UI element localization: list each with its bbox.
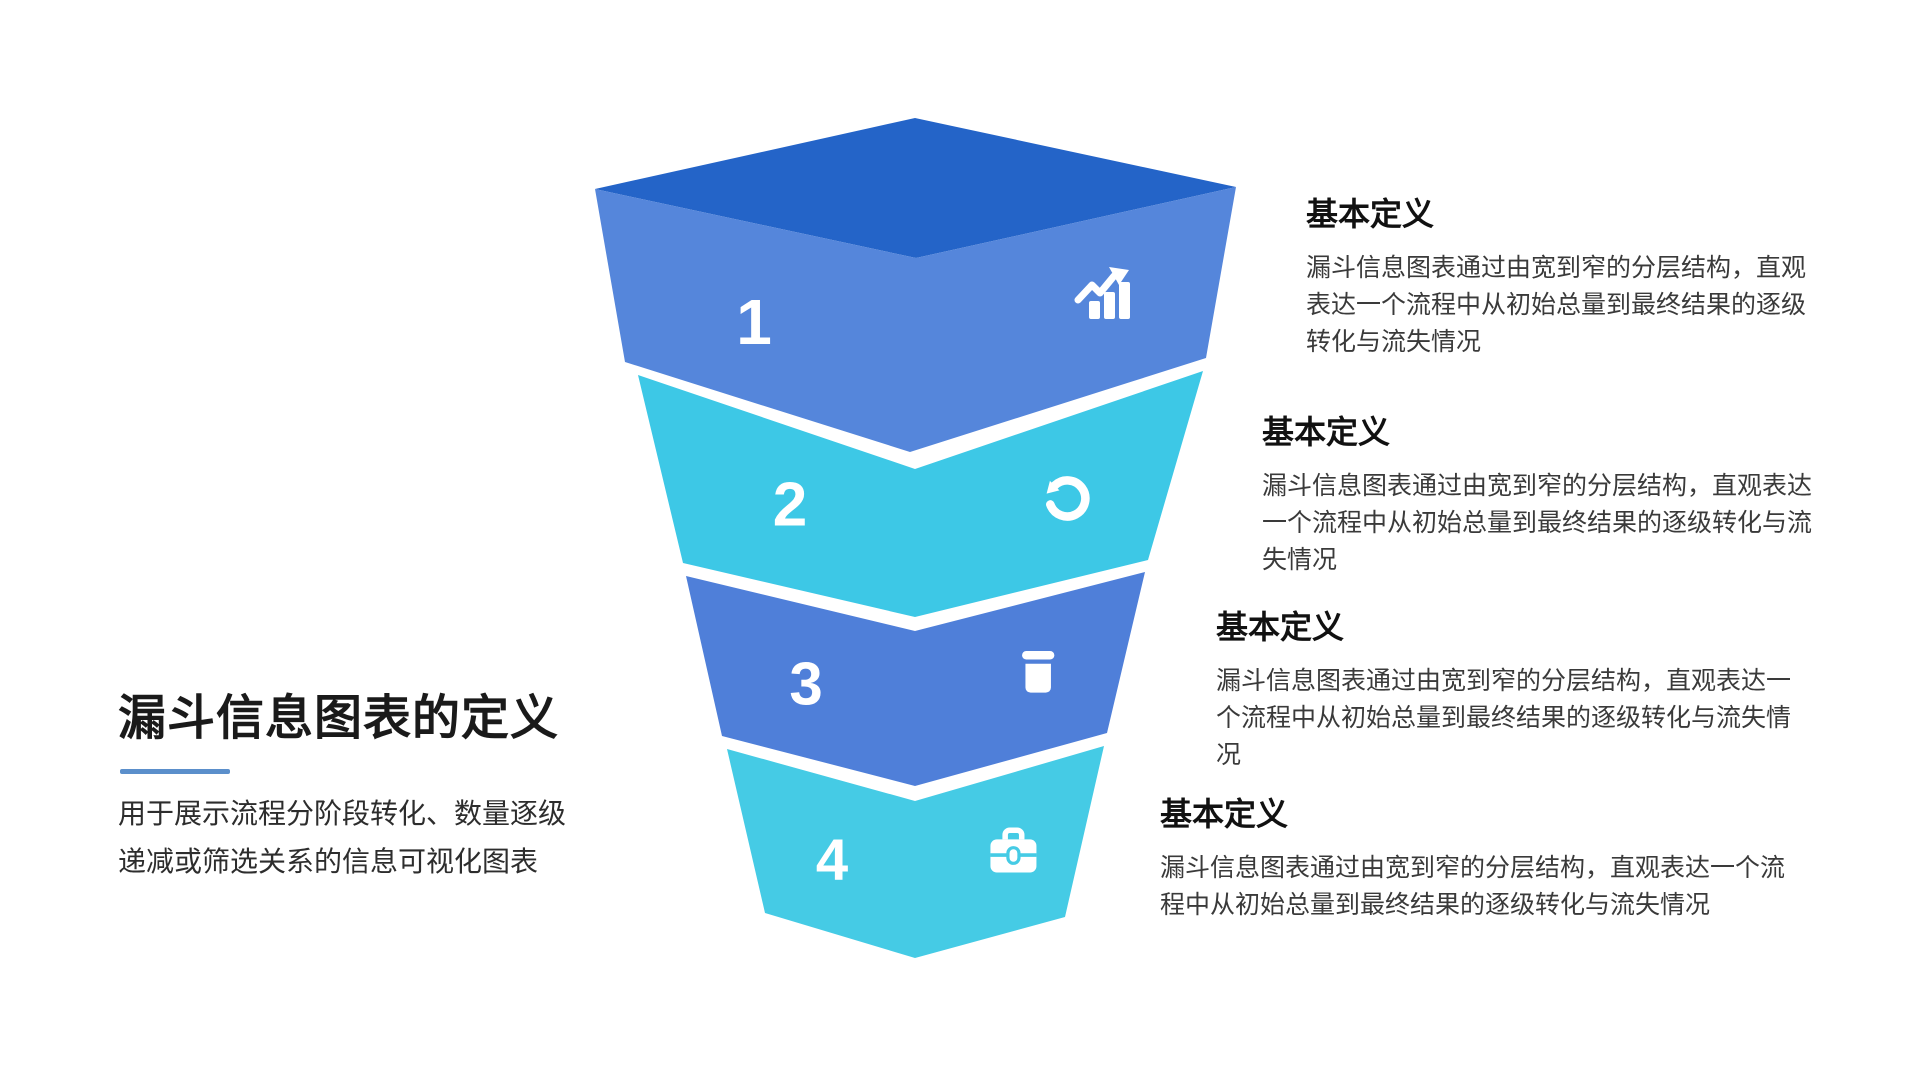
definition-heading: 基本定义 [1306,196,1435,232]
definition-heading: 基本定义 [1160,796,1289,832]
trash-icon [1022,650,1055,693]
definition-text-line: 表达一个流程中从初始总量到最终结果的逐级 [1306,291,1807,319]
subtitle-line: 用于展示流程分阶段转化、数量逐级 [118,798,567,829]
funnel-layer-3-number: 3 [789,651,822,718]
definition-text-line: 况 [1216,741,1242,769]
page-title: 漏斗信息图表的定义 [118,692,560,745]
definition-block-1: 基本定义 漏斗信息图表通过由宽到窄的分层结构，直观 表达一个流程中从初始总量到最… [1306,192,1806,361]
definition-block-2: 基本定义 漏斗信息图表通过由宽到窄的分层结构，直观表达 一个流程中从初始总量到最… [1262,410,1812,579]
definition-text-line: 漏斗信息图表通过由宽到窄的分层结构，直观表达 [1262,472,1813,500]
definition-text-line: 漏斗信息图表通过由宽到窄的分层结构，直观表达一个流 [1160,854,1786,882]
title-divider [120,769,230,774]
bar-chart-growth-icon [1074,267,1130,319]
funnel-top-face [595,118,1236,258]
funnel-layer-4 [727,746,1104,958]
funnel-layer-2 [638,371,1203,617]
definition-text-line: 漏斗信息图表通过由宽到窄的分层结构，直观 [1306,254,1807,282]
rotate-ccw-icon [1046,476,1090,521]
definition-text-line: 程中从初始总量到最终结果的逐级转化与流失情况 [1160,891,1711,919]
definition-heading: 基本定义 [1216,609,1345,645]
definition-text-line: 个流程中从初始总量到最终结果的逐级转化与流失情 [1216,704,1792,732]
briefcase-icon [990,827,1037,873]
funnel-layer-4-number: 4 [816,828,848,893]
definition-heading: 基本定义 [1262,414,1391,450]
definition-text-line: 转化与流失情况 [1306,328,1482,356]
definition-text-line: 一个流程中从初始总量到最终结果的逐级转化与流 [1262,509,1813,537]
definition-text-line: 失情况 [1262,546,1338,574]
funnel-layer-3 [686,572,1145,786]
funnel-layer-2-number: 2 [773,471,807,540]
definition-text-line: 漏斗信息图表通过由宽到窄的分层结构，直观表达一 [1216,667,1792,695]
subtitle-line: 递减或筛选关系的信息可视化图表 [118,846,539,877]
definition-block-4: 基本定义 漏斗信息图表通过由宽到窄的分层结构，直观表达一个流 程中从初始总量到最… [1160,792,1785,924]
definition-block-3: 基本定义 漏斗信息图表通过由宽到窄的分层结构，直观表达一 个流程中从初始总量到最… [1216,605,1791,774]
funnel-layer-1 [595,187,1236,452]
funnel-layer-1-number: 1 [736,286,772,358]
page-subtitle: 用于展示流程分阶段转化、数量逐级 递减或筛选关系的信息可视化图表 [118,790,566,886]
